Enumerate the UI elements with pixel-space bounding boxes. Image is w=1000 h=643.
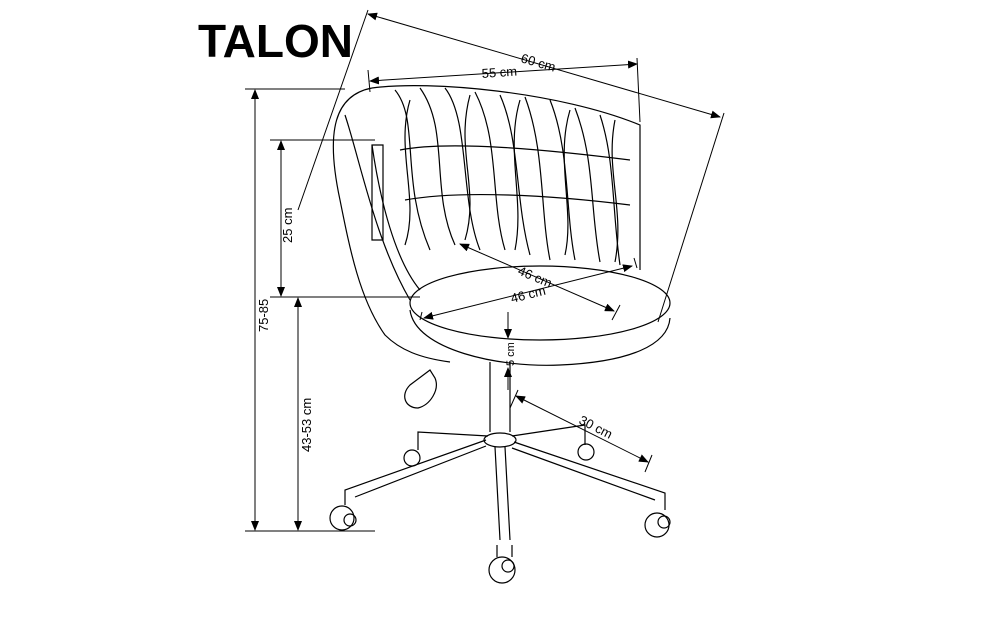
label-height: 75-85 [256, 299, 271, 332]
label-base-radius: 30 cm [577, 412, 615, 441]
product-title: TALON [198, 15, 354, 67]
dimension-lines [245, 9, 725, 532]
label-back-height: 25 cm [280, 208, 295, 243]
label-seat-width: 46 cm [509, 283, 547, 306]
label-cushion-thickness: 5 cm [505, 342, 517, 366]
label-seat-height: 43-53 cm [299, 398, 314, 452]
label-back-width: 55 cm [481, 64, 517, 81]
chair-illustration [329, 85, 671, 584]
